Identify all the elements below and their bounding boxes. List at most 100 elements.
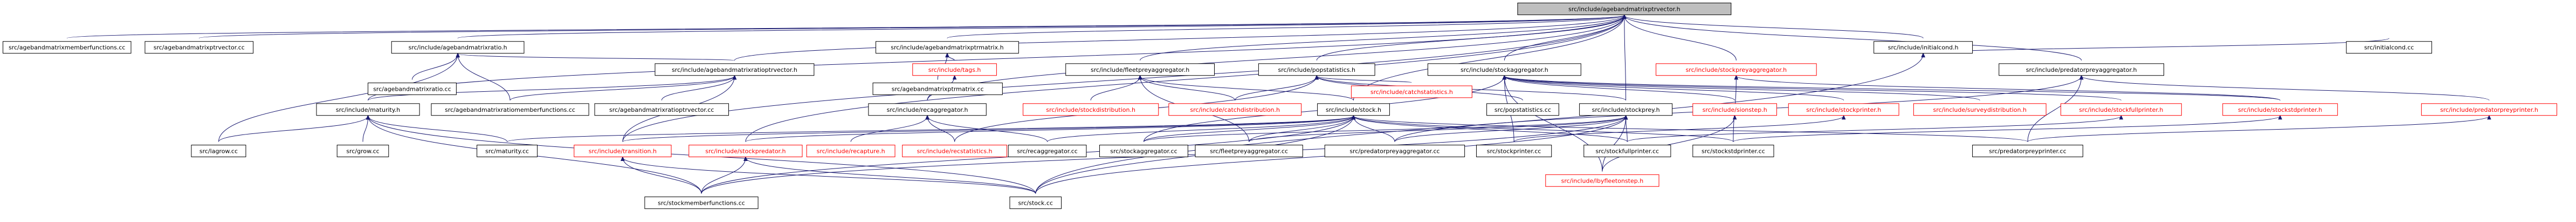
graph-node[interactable]: src/include/catchdistribution.h: [1168, 103, 1302, 116]
edge-line: [1394, 116, 1627, 142]
dependency-edge: [1047, 115, 1356, 142]
node-box: [1788, 103, 1899, 116]
dependency-edge: [850, 115, 929, 142]
node-box: [1008, 145, 1087, 157]
node-box: [1972, 145, 2083, 157]
node-label: src/include/catchstatistics.h: [1370, 89, 1453, 96]
graph-node[interactable]: src/include/recaggregator.h: [868, 103, 987, 116]
node-label: src/include/agebandmatrixratioptrvector.…: [672, 66, 797, 73]
node-box: [2346, 41, 2432, 54]
dependency-edge: [456, 52, 511, 100]
graph-node[interactable]: src/include/catchstatistics.h: [1351, 85, 1472, 98]
graph-node[interactable]: src/include/stockpreyaggregator.h: [1656, 63, 1817, 76]
edge-line: [661, 76, 735, 100]
dependency-edge: [621, 156, 1036, 194]
graph-node[interactable]: src/predatorpreyprinter.cc: [1972, 145, 2083, 157]
graph-node[interactable]: src/initialcond.cc: [2346, 41, 2432, 54]
dependency-edge: [2079, 75, 2490, 101]
graph-node[interactable]: src/stockmemberfunctions.cc: [644, 196, 759, 209]
dependency-edge: [1622, 14, 1737, 60]
node-box: [1692, 145, 1774, 157]
graph-node[interactable]: src/include/surveydistribution.h: [1913, 103, 2047, 116]
graph-node[interactable]: src/agebandmatrixratiomemberfunctions.cc: [431, 103, 589, 116]
graph-node[interactable]: src/agebandmatrixptrmatrix.cc: [872, 82, 1003, 95]
graph-node[interactable]: src/include/sionstep.h: [1692, 103, 1777, 116]
edge-line: [1235, 76, 1317, 100]
dependency-edge: [745, 14, 1627, 142]
dependency-edge: [218, 52, 460, 142]
node-label: src/include/recstatistics.h: [917, 147, 993, 154]
graph-node[interactable]: src/agebandmatrixratio.cc: [368, 82, 457, 95]
graph-node[interactable]: src/include/popstatistics.h: [1258, 63, 1375, 76]
graph-node[interactable]: src/include/maturity.h: [316, 103, 420, 116]
node-label: src/stockstdprinter.cc: [1702, 147, 1765, 154]
graph-node[interactable]: src/agebandmatrixptrvector.cc: [144, 41, 254, 54]
graph-node[interactable]: src/recaggregator.cc: [1008, 145, 1087, 157]
graph-node[interactable]: src/include/lbyfleetonstep.h: [1545, 174, 1659, 187]
graph-node[interactable]: src/include/stockprey.h: [1579, 103, 1673, 116]
graph-node[interactable]: src/include/stockaggregator.h: [1427, 63, 1581, 76]
graph-node[interactable]: src/agebandmatrixmemberfunctions.cc: [2, 41, 132, 54]
edge-arrowhead: [1623, 115, 1628, 120]
edge-line: [1504, 76, 2122, 101]
graph-node[interactable]: src/fleetpreyaggregator.cc: [1195, 145, 1303, 157]
edge-line: [1733, 116, 2281, 142]
node-label: src/include/lbyfleetonstep.h: [1561, 177, 1644, 184]
node-label: src/predatorpreyaggregator.cc: [1349, 147, 1439, 154]
dependency-edge: [622, 14, 1627, 142]
graph-node[interactable]: src/include/initialcond.h: [1874, 41, 1973, 54]
node-box: [912, 63, 997, 76]
edge-line: [622, 157, 702, 194]
graph-node[interactable]: src/grow.cc: [336, 145, 389, 157]
graph-node[interactable]: src/agebandmatrixratioptrvector.cc: [594, 103, 729, 116]
graph-node[interactable]: src/lagrow.cc: [191, 145, 246, 157]
node-label: src/include/catchdistribution.h: [1190, 106, 1280, 113]
graph-node[interactable]: src/stockprinter.cc: [1476, 145, 1552, 157]
node-label: src/fleetpreyaggregator.cc: [1210, 147, 1288, 154]
graph-node[interactable]: src/include/agebandmatrixratio.h: [391, 41, 525, 54]
node-box: [2421, 103, 2558, 116]
edge-arrowhead: [732, 75, 737, 80]
edge-line: [1353, 116, 1628, 142]
dependency-edge: [1351, 115, 1628, 142]
node-label: src/agebandmatrixratio.cc: [373, 85, 451, 92]
graph-node[interactable]: src/include/stock.h: [1317, 103, 1390, 116]
node-label: src/stockaggregator.cc: [1110, 147, 1177, 154]
node-box: [144, 41, 254, 54]
dependency-edge: [1502, 75, 2281, 101]
edge-line: [1140, 76, 1354, 101]
node-label: src/include/initialcond.h: [1888, 44, 1959, 51]
graph-node[interactable]: src/include/tags.h: [912, 63, 997, 76]
graph-node[interactable]: src/include/agebandmatrixratioptrvector.…: [655, 63, 815, 76]
graph-node[interactable]: src/include/agebandmatrixptrmatrix.h: [876, 41, 1019, 54]
graph-node[interactable]: src/popstatistics.cc: [1486, 103, 1559, 116]
node-label: src/include/stockpredator.h: [705, 147, 786, 154]
graph-node[interactable]: src/include/stockpredator.h: [688, 145, 803, 157]
graph-node[interactable]: src/include/stockprinter.h: [1788, 103, 1899, 116]
graph-node[interactable]: src/predatorpreyaggregator.cc: [1324, 145, 1465, 157]
graph-node[interactable]: src/include/agebandmatrixptrvector.h: [1517, 2, 1732, 15]
graph-node[interactable]: src/include/stockfullprinter.h: [2060, 103, 2182, 116]
graph-node[interactable]: src/include/transition.h: [574, 145, 672, 157]
graph-node[interactable]: src/include/recstatistics.h: [902, 145, 1008, 157]
graph-node[interactable]: src/include/fleetpreyaggregator.h: [1065, 63, 1215, 76]
graph-node[interactable]: src/include/recapture.h: [806, 145, 896, 157]
node-label: src/include/predatorpreyprinter.h: [2440, 106, 2538, 113]
edge-arrowhead: [1622, 14, 1627, 19]
node-box: [1099, 145, 1188, 157]
graph-node[interactable]: src/stockfullprinter.cc: [1583, 145, 1671, 157]
graph-node[interactable]: src/include/stockdistribution.h: [1023, 103, 1159, 116]
graph-node[interactable]: src/maturity.cc: [477, 145, 538, 157]
edge-line: [622, 116, 1354, 142]
graph-node[interactable]: src/stockstdprinter.cc: [1692, 145, 1774, 157]
graph-node[interactable]: src/stock.cc: [1009, 196, 1062, 209]
edge-line: [734, 15, 1625, 61]
graph-node[interactable]: src/stockaggregator.cc: [1099, 145, 1188, 157]
node-label: src/include/sionstep.h: [1703, 106, 1767, 113]
edge-line: [701, 157, 746, 194]
graph-node[interactable]: src/include/stockstdprinter.h: [2222, 103, 2338, 116]
node-label: src/stockmemberfunctions.cc: [658, 199, 745, 206]
graph-node[interactable]: src/include/predatorpreyprinter.h: [2421, 103, 2558, 116]
graph-node[interactable]: src/include/predatorpreyaggregator.h: [1999, 63, 2165, 76]
node-label: src/include/recapture.h: [817, 147, 885, 154]
